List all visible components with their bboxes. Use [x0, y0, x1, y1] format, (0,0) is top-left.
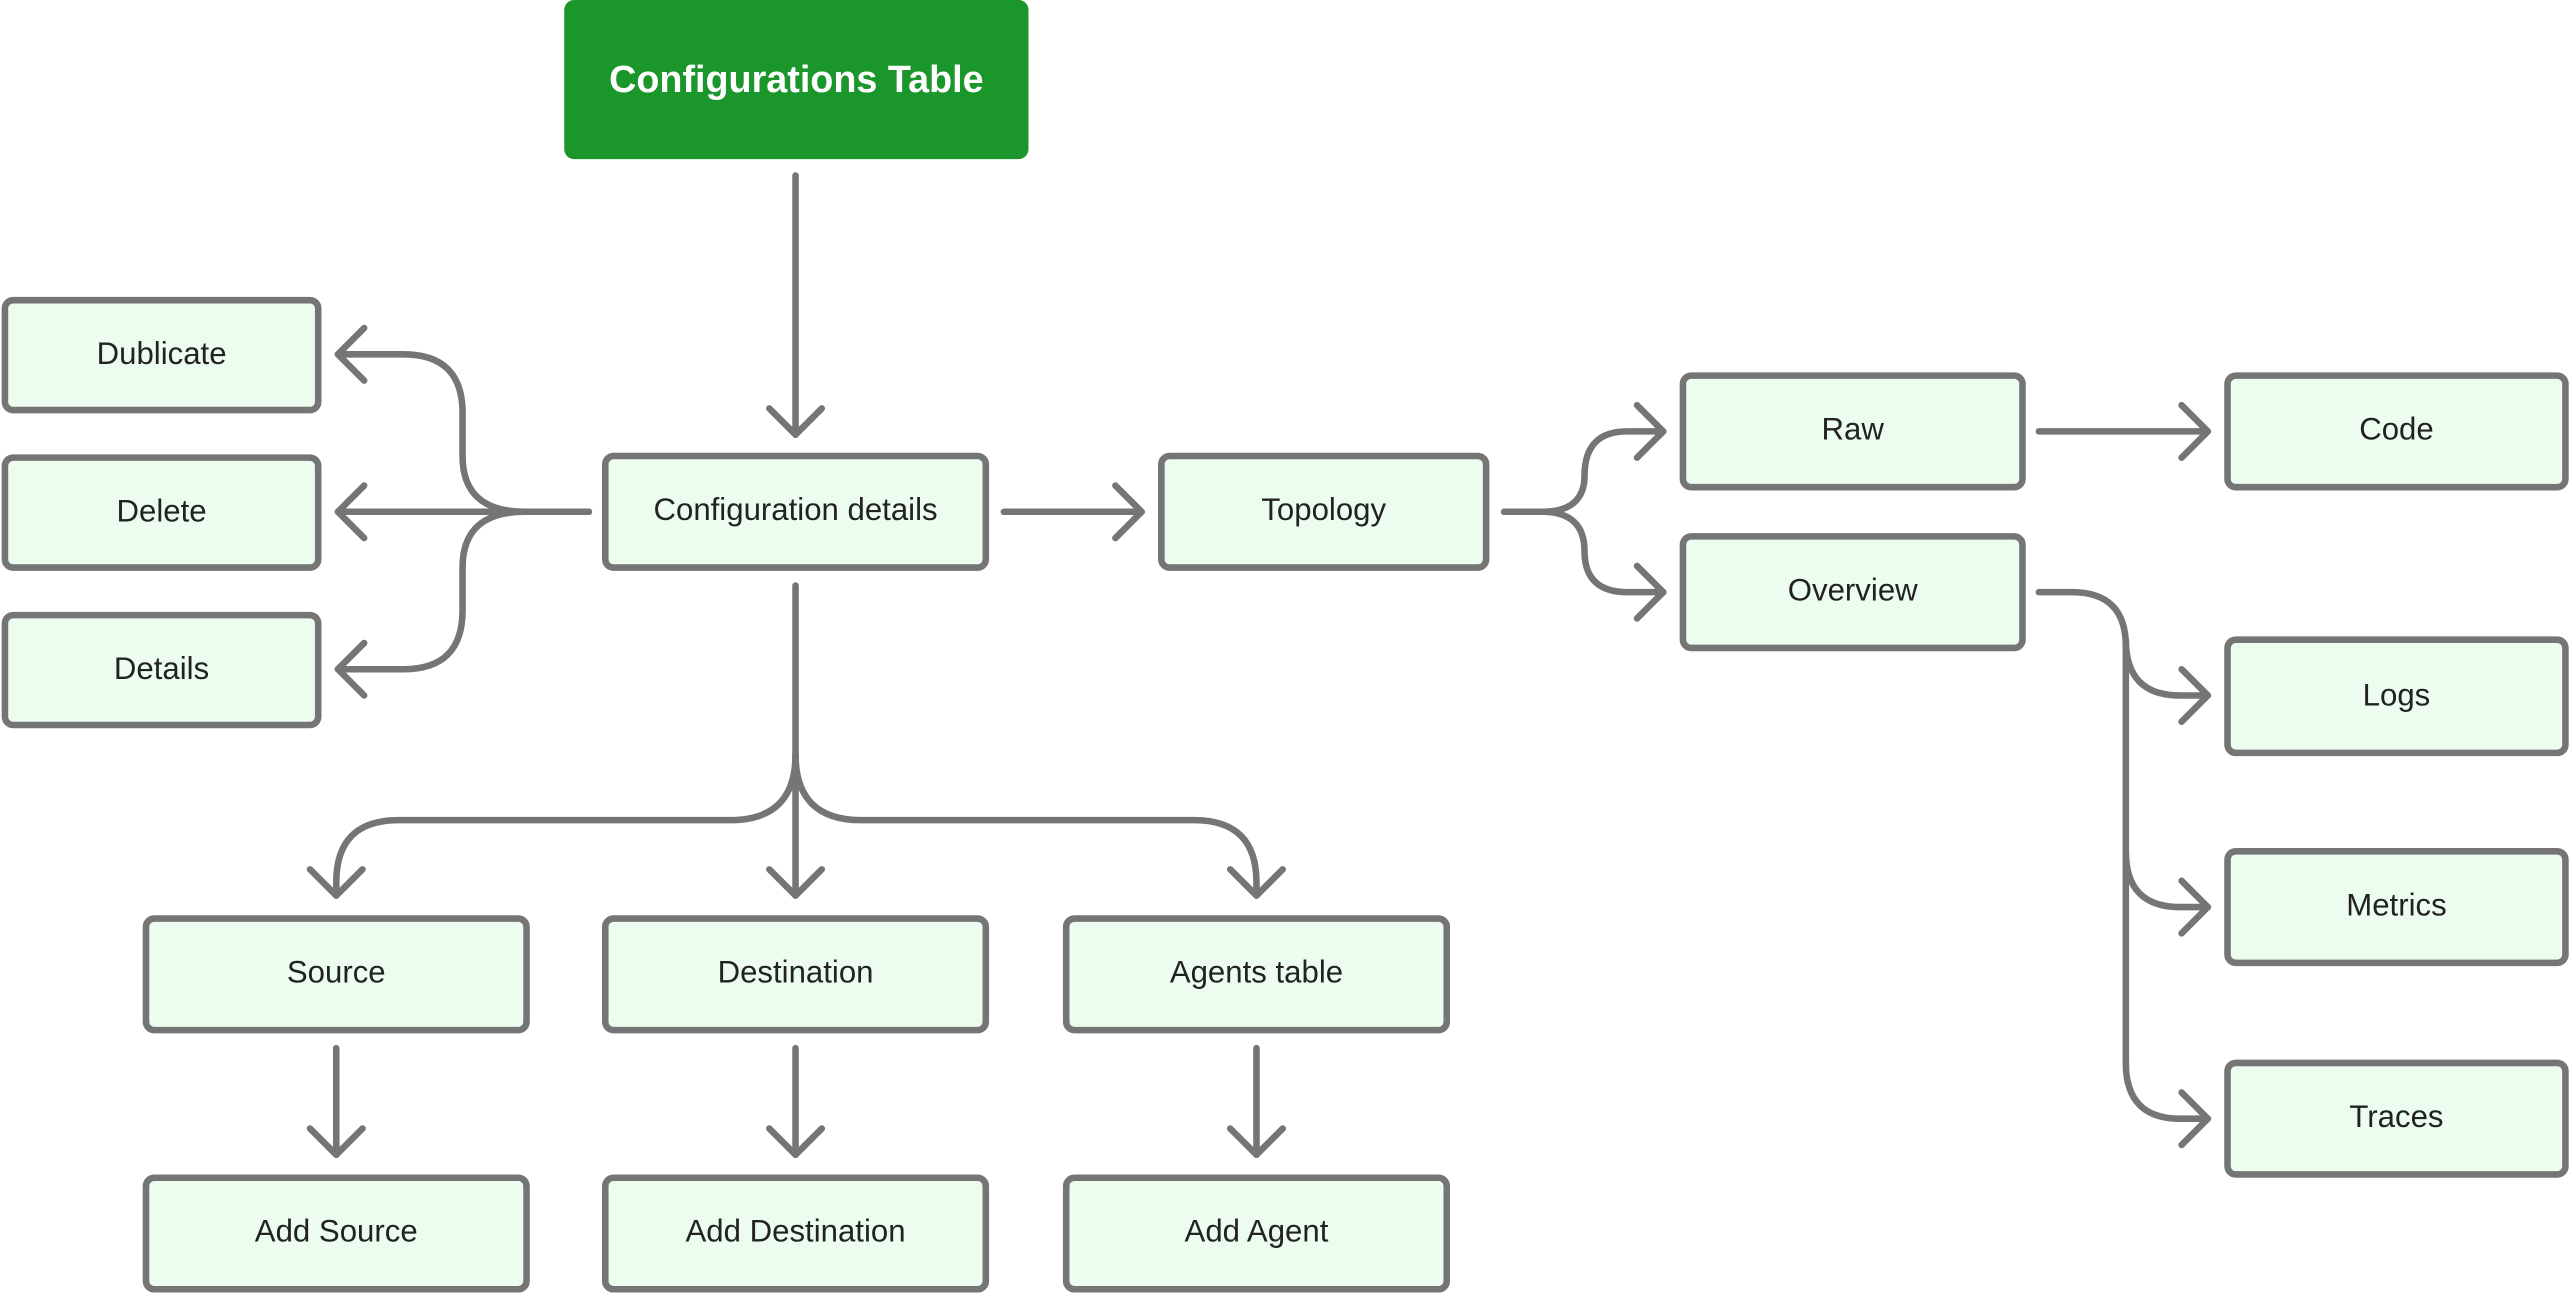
node-delete[interactable]: Delete: [1, 454, 322, 571]
arrowhead: [1633, 562, 1667, 622]
edge-overview-to-logs: [2122, 636, 2212, 699]
node-label: Dublicate: [96, 337, 227, 372]
node-topology[interactable]: Topology: [1158, 452, 1490, 571]
node-label: Destination: [717, 956, 874, 991]
arrowhead: [766, 866, 826, 899]
node-label: Add Agent: [1184, 1215, 1329, 1250]
node-dublicate[interactable]: Dublicate: [1, 296, 322, 414]
node-label: Configuration details: [653, 493, 938, 529]
node-traces[interactable]: Traces: [2224, 1059, 2569, 1178]
node-label: Source: [286, 956, 386, 991]
edge-details-to-details: [334, 508, 593, 673]
edge-overview-to-metrics: [2122, 848, 2212, 911]
node-label: Code: [2359, 413, 2434, 448]
node-code[interactable]: Code: [2224, 372, 2569, 491]
arrowhead: [766, 1125, 826, 1159]
node-label: Configurations Table: [609, 57, 984, 101]
arrowhead: [1633, 401, 1667, 461]
arrowhead: [334, 324, 368, 384]
edge-details-to-agents: [792, 751, 1260, 899]
node-label: Traces: [2349, 1100, 2444, 1136]
node-label: Add Destination: [685, 1215, 906, 1250]
edge-details-to-dublicate: [334, 351, 593, 516]
node-label: Details: [113, 652, 210, 687]
arrowhead: [766, 405, 826, 438]
arrowhead: [2178, 401, 2212, 461]
node-agents-table[interactable]: Agents table: [1062, 915, 1451, 1034]
node-raw[interactable]: Raw: [1679, 372, 2026, 491]
node-destination[interactable]: Destination: [601, 915, 990, 1034]
node-metrics[interactable]: Metrics: [2224, 848, 2569, 967]
node-label: Topology: [1261, 493, 1387, 529]
node-label: Raw: [1821, 413, 1884, 448]
arrowhead: [2178, 1089, 2212, 1149]
arrowhead: [1226, 866, 1286, 899]
node-label: Logs: [2362, 678, 2431, 713]
node-label: Add Source: [254, 1215, 418, 1250]
arrowhead: [334, 482, 368, 542]
arrowhead: [2178, 877, 2212, 937]
node-add-source[interactable]: Add Source: [142, 1174, 530, 1293]
arrowhead: [1226, 1125, 1286, 1159]
edge-topology-to-overview: [1500, 508, 1667, 596]
arrowhead: [334, 639, 368, 699]
arrowhead: [1112, 482, 1145, 542]
node-overview[interactable]: Overview: [1679, 533, 2026, 652]
node-label: Delete: [116, 494, 207, 529]
arrowhead: [306, 1125, 366, 1159]
arrowhead: [2178, 665, 2212, 726]
node-logs[interactable]: Logs: [2224, 636, 2569, 757]
edge-topology-to-raw: [1500, 428, 1667, 516]
node-label: Agents table: [1169, 956, 1344, 991]
node-source[interactable]: Source: [142, 915, 530, 1034]
node-add-agent[interactable]: Add Agent: [1062, 1174, 1451, 1293]
node-details[interactable]: Details: [1, 611, 322, 729]
edge-details-to-source: [332, 751, 799, 899]
node-configuration-details[interactable]: Configuration details: [601, 452, 990, 571]
node-configurations-table[interactable]: Configurations Table: [564, 0, 1029, 160]
node-add-destination[interactable]: Add Destination: [601, 1174, 990, 1293]
arrowhead: [306, 866, 366, 899]
node-label: Metrics: [2346, 889, 2447, 924]
node-label: Overview: [1787, 574, 1918, 609]
